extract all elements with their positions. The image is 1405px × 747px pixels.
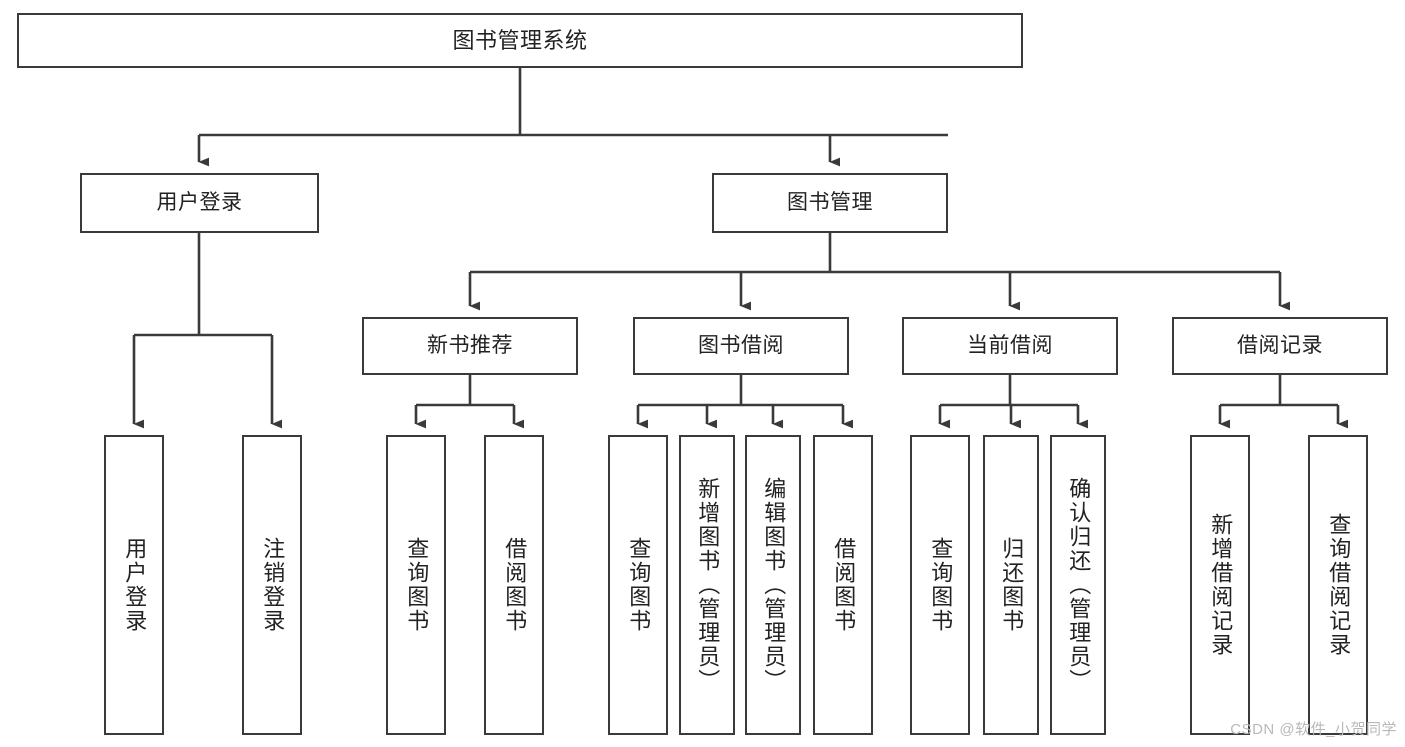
node-current-borrow[interactable]: 当前借阅 <box>902 317 1118 375</box>
watermark: CSDN @软件_小贺同学 <box>1230 721 1397 738</box>
node-borrow-record[interactable]: 借阅记录 <box>1172 317 1388 375</box>
node-leaf-borrow-book-2[interactable]: 借阅图书 <box>813 435 873 735</box>
node-leaf-confirm-return[interactable]: 确认归还（管理员） <box>1050 435 1106 735</box>
node-leaf-user-login[interactable]: 用户登录 <box>104 435 164 735</box>
node-leaf-borrow-book-2-label: 借阅图书 <box>831 537 857 633</box>
node-leaf-borrow-book-1-label: 借阅图书 <box>502 537 528 633</box>
node-leaf-add-book-label: 新增图书（管理员） <box>695 477 721 693</box>
node-leaf-query-book-1[interactable]: 查询图书 <box>386 435 446 735</box>
node-new-book-recommend[interactable]: 新书推荐 <box>362 317 578 375</box>
node-leaf-query-record-label: 查询借阅记录 <box>1326 513 1352 657</box>
node-leaf-borrow-book-1[interactable]: 借阅图书 <box>484 435 544 735</box>
node-leaf-user-logout-label: 注销登录 <box>260 537 286 633</box>
node-root-label: 图书管理系统 <box>452 27 588 53</box>
node-leaf-query-book-3-label: 查询图书 <box>928 537 954 633</box>
node-leaf-add-record-label: 新增借阅记录 <box>1208 513 1234 657</box>
node-leaf-add-book[interactable]: 新增图书（管理员） <box>679 435 735 735</box>
node-current-borrow-label: 当前借阅 <box>967 333 1053 357</box>
node-book-borrow-label: 图书借阅 <box>698 333 784 357</box>
node-borrow-record-label: 借阅记录 <box>1237 333 1323 357</box>
node-root[interactable]: 图书管理系统 <box>17 13 1023 68</box>
node-leaf-return-book[interactable]: 归还图书 <box>983 435 1039 735</box>
node-leaf-edit-book-label: 编辑图书（管理员） <box>761 477 787 693</box>
node-new-book-recommend-label: 新书推荐 <box>427 333 513 357</box>
node-book-manage-label: 图书管理 <box>787 190 873 214</box>
node-leaf-query-book-2[interactable]: 查询图书 <box>608 435 668 735</box>
node-leaf-user-login-label: 用户登录 <box>122 537 148 633</box>
node-leaf-query-record[interactable]: 查询借阅记录 <box>1308 435 1368 735</box>
node-book-borrow[interactable]: 图书借阅 <box>633 317 849 375</box>
node-leaf-query-book-2-label: 查询图书 <box>626 537 652 633</box>
node-leaf-confirm-return-label: 确认归还（管理员） <box>1066 477 1092 693</box>
node-book-manage[interactable]: 图书管理 <box>712 173 948 233</box>
node-user-login[interactable]: 用户登录 <box>80 173 319 233</box>
node-leaf-add-record[interactable]: 新增借阅记录 <box>1190 435 1250 735</box>
node-leaf-query-book-1-label: 查询图书 <box>404 537 430 633</box>
node-leaf-user-logout[interactable]: 注销登录 <box>242 435 302 735</box>
node-user-login-label: 用户登录 <box>156 190 243 214</box>
node-leaf-edit-book[interactable]: 编辑图书（管理员） <box>745 435 801 735</box>
node-leaf-return-book-label: 归还图书 <box>999 537 1025 633</box>
node-leaf-query-book-3[interactable]: 查询图书 <box>910 435 970 735</box>
